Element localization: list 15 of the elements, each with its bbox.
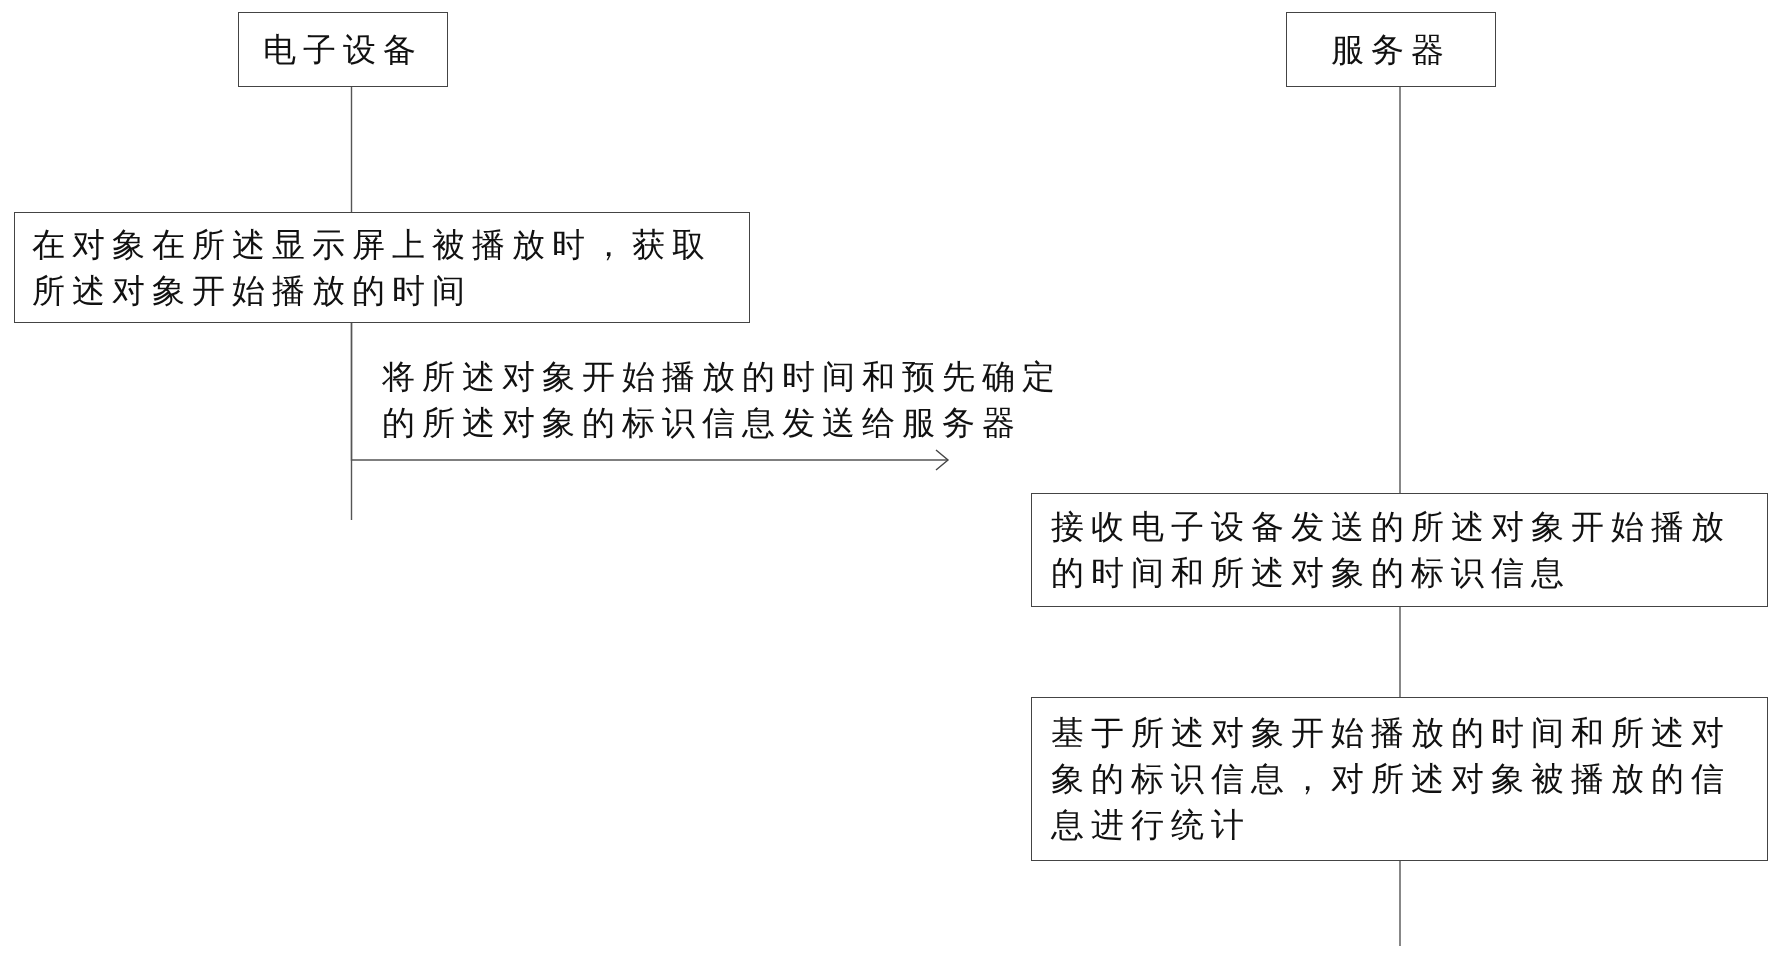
- participant-label: 服务器: [1331, 28, 1451, 71]
- participant-box: [238, 12, 448, 87]
- step-text: 在对象在所述显示屏上被播放时，获取所述对象开始播放的时间: [32, 223, 713, 312]
- lifeline: [350, 86, 353, 213]
- lifeline: [1399, 606, 1401, 698]
- step-text: 基于所述对象开始播放的时间和所述对象的标识信息，对所述对象被播放的信息进行统计: [1051, 712, 1732, 846]
- step-box: [1031, 493, 1768, 607]
- step-text: 接收电子设备发送的所述对象开始播放的时间和所述对象的标识信息: [1051, 506, 1732, 594]
- step-box: [14, 212, 750, 323]
- lifeline: [1399, 860, 1401, 947]
- step-box: [1031, 697, 1768, 861]
- lifeline: [1399, 86, 1401, 494]
- participant-label: 电子设备: [263, 28, 423, 71]
- message-arrow: [350, 322, 949, 471]
- participant-box: [1286, 12, 1496, 87]
